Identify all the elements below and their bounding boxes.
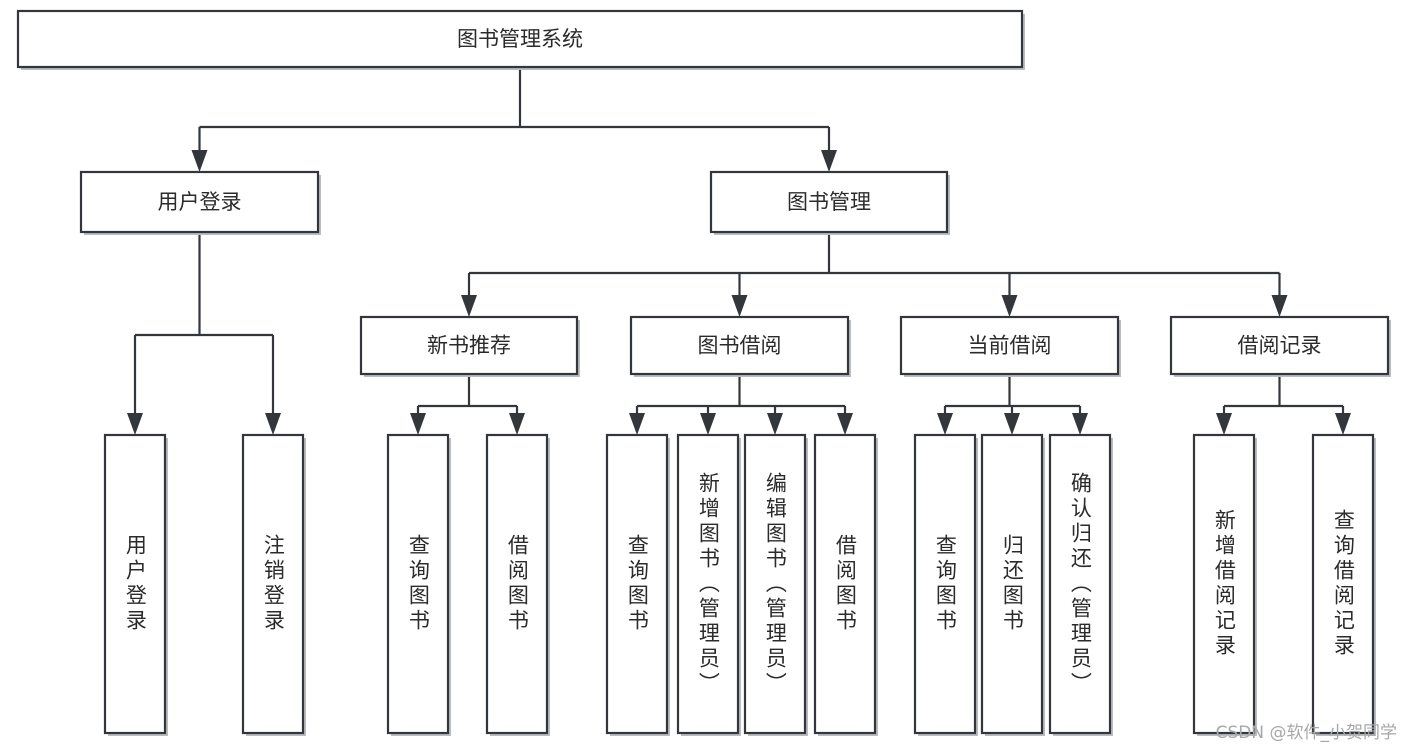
node-label: 图书管理系统	[457, 27, 583, 51]
node-leaf-query-book-current[interactable]	[913, 433, 978, 736]
edge-group-user-login	[127, 232, 281, 435]
arrow-head-icon	[937, 413, 953, 435]
node-label: 图书借阅	[698, 334, 782, 358]
arrow-head-icon	[127, 413, 143, 435]
node-user-login[interactable]: 用户登录	[79, 170, 321, 235]
arrow-head-icon	[700, 413, 716, 435]
node-label: 用户登录	[158, 190, 242, 214]
arrow-head-icon	[1004, 413, 1020, 435]
arrow-head-icon	[837, 413, 853, 435]
arrow-head-icon	[1001, 295, 1018, 317]
node-book-borrow[interactable]: 图书借阅	[629, 315, 851, 377]
node-leaf-add-record[interactable]	[1192, 433, 1257, 736]
node-leaf-confirm-return-admin[interactable]	[1048, 433, 1113, 736]
arrow-head-icon	[767, 413, 783, 435]
node-leaf-query-book-borrow[interactable]	[605, 433, 670, 736]
edge-group-root	[191, 67, 837, 172]
arrow-head-icon	[509, 413, 525, 435]
node-leaf-query-book-rec[interactable]	[386, 433, 451, 736]
node-label: 图书管理	[787, 190, 871, 214]
node-leaf-add-book-admin[interactable]	[676, 433, 741, 736]
node-label: 当前借阅	[968, 334, 1052, 358]
node-borrow-record[interactable]: 借阅记录	[1169, 315, 1391, 377]
edge-group-new-book-recommend	[410, 374, 525, 435]
node-root[interactable]: 图书管理系统	[16, 9, 1025, 70]
node-leaf-return-book[interactable]	[980, 433, 1045, 736]
node-leaf-query-record[interactable]	[1311, 433, 1376, 736]
node-leaf-borrow-book[interactable]	[813, 433, 878, 736]
node-leaf-logout[interactable]	[241, 433, 306, 736]
arrow-head-icon	[461, 295, 477, 317]
edge-group-current-borrow	[937, 374, 1088, 435]
arrow-head-icon	[731, 295, 748, 317]
node-leaf-edit-book-admin[interactable]	[743, 433, 808, 736]
arrow-head-icon	[1271, 295, 1288, 317]
watermark-text: CSDN @软件_小贺同学	[1215, 723, 1397, 743]
arrow-head-icon	[629, 413, 645, 435]
node-label: 新书推荐	[427, 334, 511, 358]
arrow-head-icon	[191, 150, 208, 172]
arrow-head-icon	[1216, 413, 1232, 435]
node-label: 借阅记录	[1238, 334, 1322, 358]
edges-layer	[127, 67, 1351, 435]
arrow-head-icon	[821, 150, 837, 172]
node-leaf-user-login[interactable]	[103, 433, 168, 736]
edge-group-book-manage	[461, 232, 1288, 317]
node-book-manage[interactable]: 图书管理	[709, 170, 950, 235]
edge-group-borrow-record	[1216, 374, 1351, 435]
arrow-head-icon	[1072, 413, 1088, 435]
arrow-head-icon	[410, 413, 426, 435]
node-new-book-recommend[interactable]: 新书推荐	[359, 315, 580, 377]
node-current-borrow[interactable]: 当前借阅	[899, 315, 1121, 377]
arrow-head-icon	[1335, 413, 1351, 435]
arrow-head-icon	[265, 413, 281, 435]
edge-group-book-borrow	[629, 374, 853, 435]
node-leaf-borrow-book-rec[interactable]	[485, 433, 550, 736]
